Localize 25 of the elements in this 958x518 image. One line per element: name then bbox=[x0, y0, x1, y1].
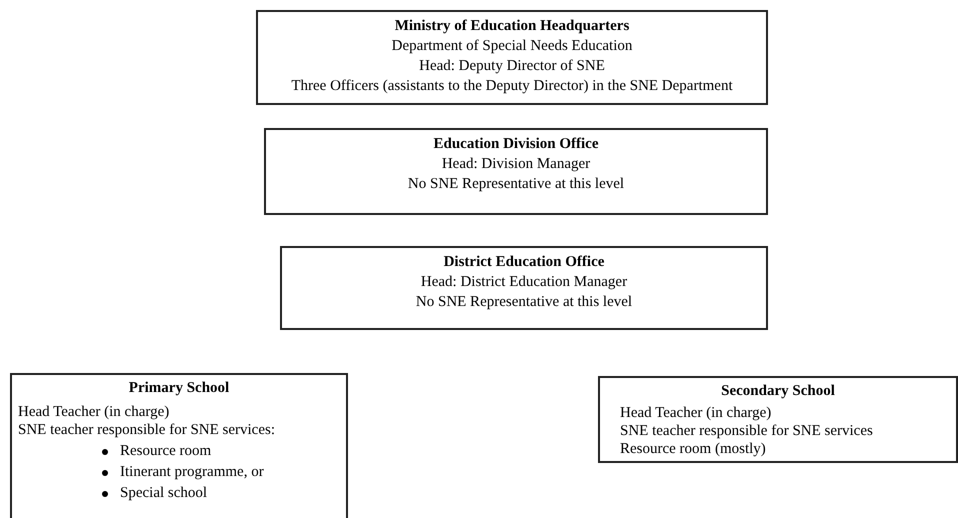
box-text: Head: District Education Manager bbox=[420, 273, 628, 292]
org-level-box bbox=[264, 128, 768, 215]
org-level-box bbox=[598, 376, 958, 463]
list-item: Special school bbox=[120, 484, 208, 503]
list-item: Resource room bbox=[120, 442, 212, 461]
box-text: Department of Special Needs Education bbox=[392, 37, 632, 56]
box-text: Resource room (mostly) bbox=[619, 440, 767, 458]
box-heading: Secondary School bbox=[721, 382, 835, 400]
box-text: No SNE Representative at this level bbox=[416, 293, 632, 312]
org-level-box bbox=[10, 373, 348, 518]
box-text: Three Officers (assistants to the Deputy Director) in the SNE Department bbox=[291, 77, 733, 96]
box-text: No SNE Representative at this level bbox=[408, 175, 624, 194]
box-text: Head Teacher (in charge) bbox=[18, 403, 170, 421]
box-text: SNE teacher responsible for SNE services: bbox=[18, 421, 276, 439]
box-heading: Primary School bbox=[128, 379, 230, 397]
org-level-box bbox=[256, 10, 768, 105]
box-text: SNE teacher responsible for SNE services bbox=[619, 422, 874, 440]
box-heading: District Education Office bbox=[444, 253, 604, 272]
org-level-box bbox=[280, 246, 768, 330]
list-item: Itinerant programme, or bbox=[120, 463, 264, 482]
box-heading: Education Division Office bbox=[433, 135, 598, 154]
box-heading: Ministry of Education Headquarters bbox=[394, 17, 630, 36]
box-text: Head: Division Manager bbox=[442, 155, 590, 174]
box-text: Head Teacher (in charge) bbox=[619, 404, 772, 422]
box-text: Head: Deputy Director of SNE bbox=[419, 57, 605, 76]
